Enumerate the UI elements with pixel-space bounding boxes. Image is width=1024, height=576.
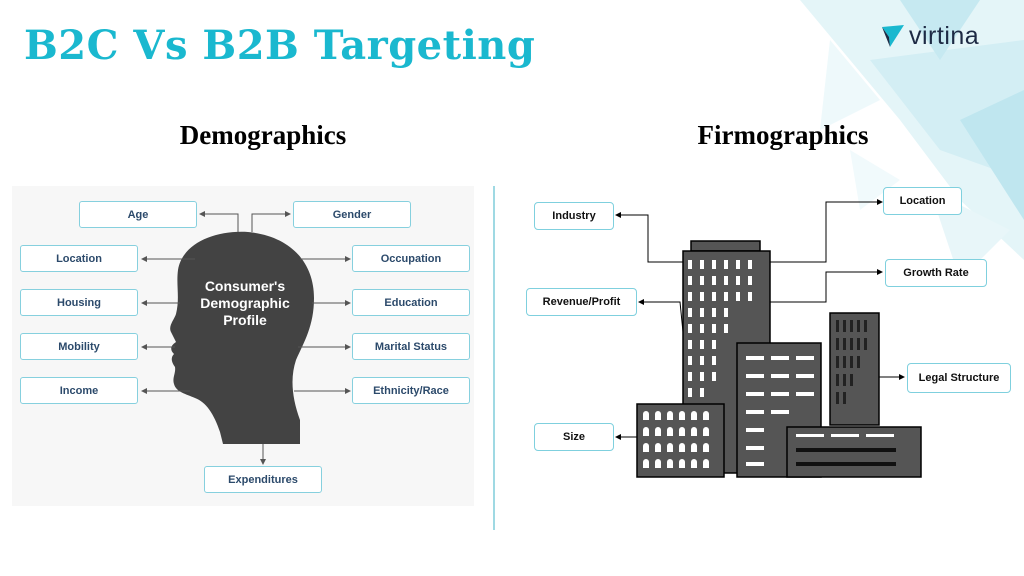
virtina-arrow-logo-icon: [882, 25, 904, 47]
demo-box-ethnicity-race: Ethnicity/Race: [352, 377, 470, 404]
virtina-logo: virtina: [880, 20, 979, 52]
section-divider: [493, 186, 495, 530]
slide-title: B2C Vs B2B Targeting: [24, 22, 536, 69]
demo-box-gender: Gender: [293, 201, 411, 228]
demo-box-education: Education: [352, 289, 470, 316]
firmo-box-revenue-profit: Revenue/Profit: [526, 288, 637, 316]
demo-box-income: Income: [20, 377, 138, 404]
demo-box-expenditures: Expenditures: [204, 466, 322, 493]
demographics-heading: Demographics: [179, 120, 347, 150]
demo-box-location: Location: [20, 245, 138, 272]
firmo-box-location: Location: [883, 187, 962, 215]
firmographics-heading: Firmographics: [697, 120, 869, 150]
arched-window-building: [636, 403, 725, 478]
low-wide-building: [786, 426, 922, 478]
demo-box-age: Age: [79, 201, 197, 228]
demo-box-occupation: Occupation: [352, 245, 470, 272]
firmographics-connectors: [615, 199, 905, 440]
demo-box-mobility: Mobility: [20, 333, 138, 360]
logo-text: virtina: [909, 21, 980, 50]
firmo-box-growth-rate: Growth Rate: [885, 259, 987, 287]
head-center-label: Consumer's Demographic Profile: [200, 278, 290, 328]
demo-box-housing: Housing: [20, 289, 138, 316]
firmo-box-size: Size: [534, 423, 614, 451]
firmo-box-industry: Industry: [534, 202, 614, 230]
slim-tower-building: [829, 312, 880, 426]
head-silhouette: [170, 231, 314, 444]
firmo-box-legal-structure: Legal Structure: [907, 363, 1011, 393]
demo-box-marital-status: Marital Status: [352, 333, 470, 360]
